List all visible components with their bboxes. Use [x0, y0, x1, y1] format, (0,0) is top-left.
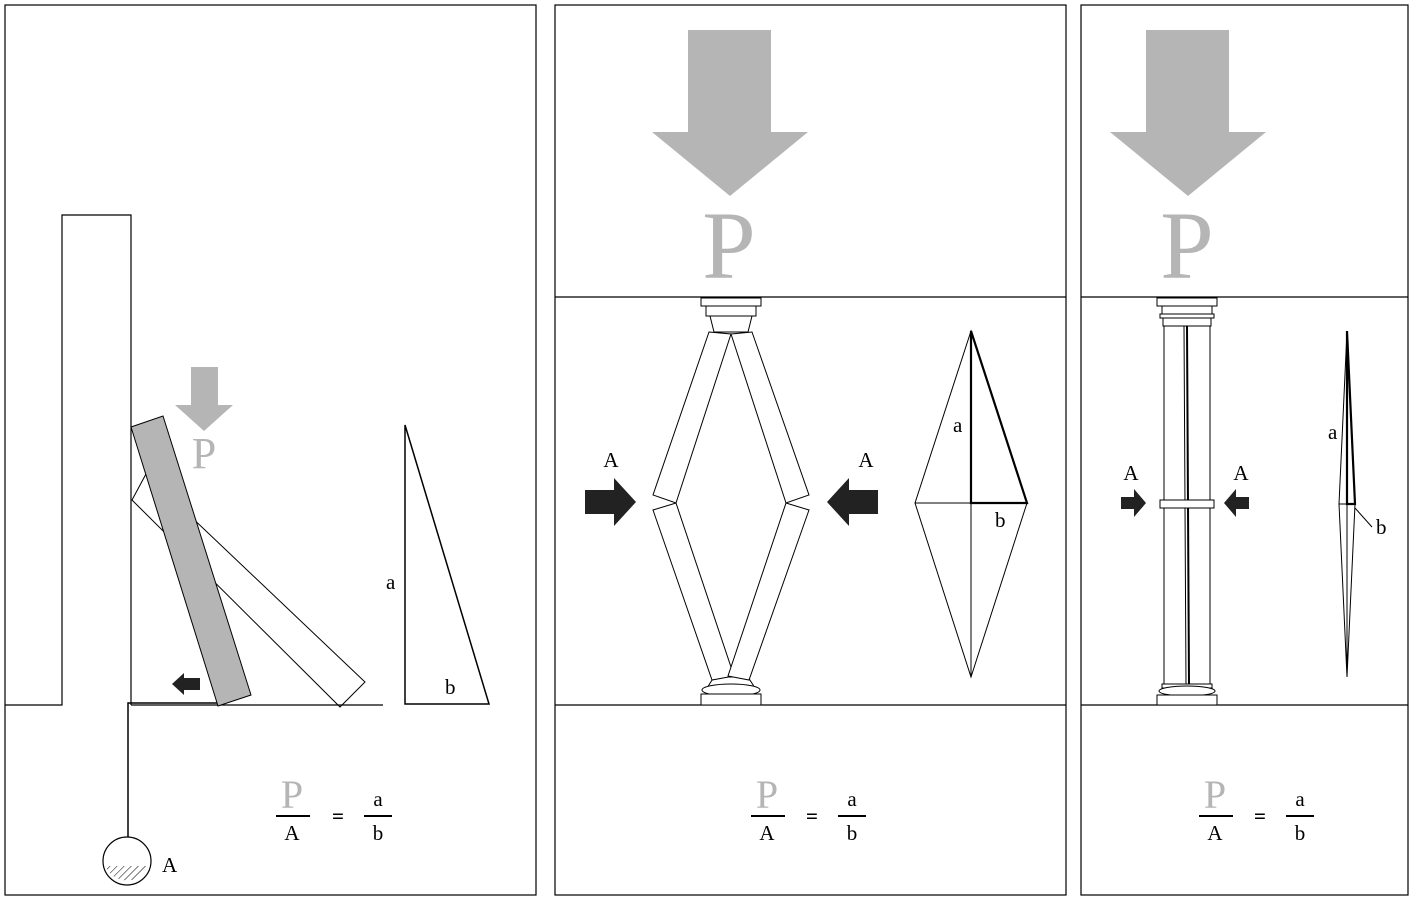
formula-equals: =: [806, 804, 818, 828]
formula-num-right: a: [1295, 787, 1305, 811]
formula-equals: =: [332, 804, 344, 828]
panel-frame: [1080, 4, 1409, 896]
thrust-arrow-icon: [172, 673, 200, 695]
weight-hatch: [105, 866, 149, 881]
thrust-label-right: A: [858, 448, 874, 472]
formula-num-left: P: [1204, 772, 1226, 817]
triangle-label-a: a: [953, 413, 963, 437]
thrust-arrow-right-icon: [827, 478, 878, 526]
column-base: [1156, 683, 1218, 706]
load-label: P: [1160, 192, 1213, 299]
panel-hinged-column: P A A a: [554, 4, 1067, 896]
slab-outline: [131, 473, 366, 708]
load-arrow-icon: [175, 367, 233, 431]
triangle-label-b: b: [995, 508, 1006, 532]
thrust-label-right: A: [1233, 461, 1249, 485]
formula-num-right: a: [373, 787, 383, 811]
formula-den-right: b: [1295, 821, 1306, 845]
weight-label: A: [162, 853, 178, 877]
triangle-label-a: a: [386, 570, 396, 594]
panel-wall: A P a b P A = a b: [4, 4, 537, 896]
panel-frame: [4, 4, 537, 896]
triangle-label-b: b: [445, 675, 456, 699]
formula-den-left: A: [284, 821, 300, 845]
thrust-arrow-left-icon: [1121, 489, 1146, 517]
formula-den-left: A: [759, 821, 775, 845]
formula-den-right: b: [847, 821, 858, 845]
formula-num-left: P: [756, 772, 778, 817]
load-label: P: [702, 192, 755, 299]
rope: [127, 702, 218, 838]
formula-num-right: a: [847, 787, 857, 811]
force-diamond: [1338, 330, 1373, 678]
column-hinged-shaft: [652, 331, 810, 681]
formula-num-left: P: [281, 772, 303, 817]
panel-frame: [554, 4, 1067, 896]
triangle-label-a: a: [1328, 420, 1338, 444]
force-triangle: [404, 424, 491, 705]
formula-den-left: A: [1207, 821, 1223, 845]
wall-outline: [5, 214, 132, 706]
thrust-arrow-left-icon: [585, 478, 636, 526]
triangle-label-b: b: [1376, 515, 1387, 539]
column-capital: [1156, 297, 1218, 327]
slab-gray: [130, 415, 252, 707]
formula: P A = a b: [1199, 772, 1314, 845]
thrust-label-left: A: [1123, 461, 1139, 485]
thrust-arrow-right-icon: [1224, 489, 1249, 517]
panel-straight-column: P A A: [1080, 4, 1409, 896]
force-diamond: [914, 329, 1029, 679]
column-capital: [700, 297, 762, 333]
load-label: P: [192, 429, 216, 478]
load-arrow-icon: [1110, 30, 1266, 196]
load-arrow-icon: [652, 30, 808, 196]
formula-den-right: b: [373, 821, 384, 845]
thrust-label-left: A: [603, 448, 619, 472]
formula: P A = a b: [751, 772, 866, 845]
formula: P A = a b: [276, 772, 392, 845]
column-straight-shaft: [1159, 325, 1215, 685]
formula-equals: =: [1254, 804, 1266, 828]
column-base: [700, 676, 762, 706]
